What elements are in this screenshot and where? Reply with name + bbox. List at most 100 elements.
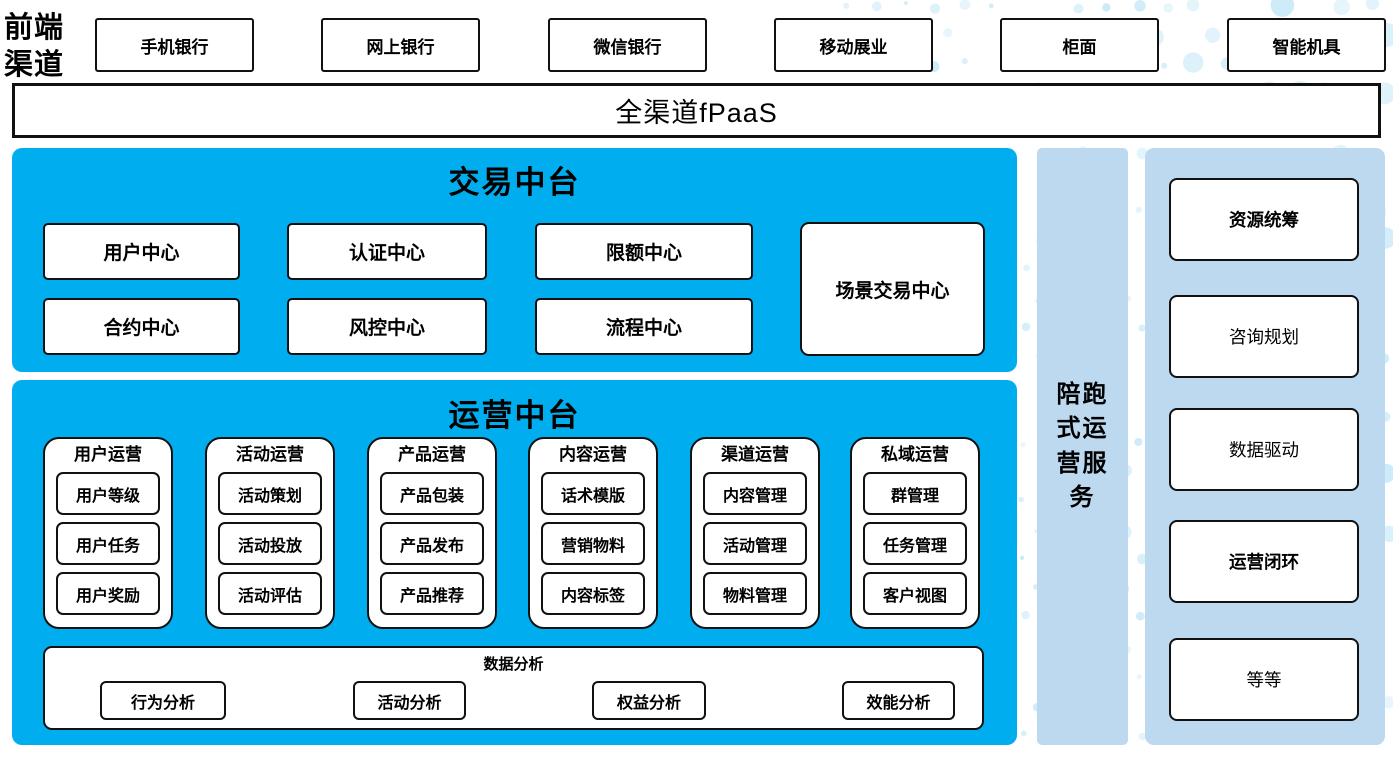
service-item-2: 数据驱动	[1169, 408, 1359, 491]
center-box-contract: 合约中心	[43, 298, 240, 355]
fpaas-label: 全渠道fPaaS	[615, 98, 778, 128]
ops-column-header: 渠道运营	[721, 445, 789, 464]
ops-column-items: 用户等级 用户任务 用户奖励	[45, 472, 171, 615]
analysis-item-efficiency: 效能分析	[842, 681, 955, 720]
ops-column-header: 活动运营	[236, 445, 304, 464]
ops-column-header: 私域运营	[881, 445, 949, 464]
ops-item-label: 物料管理	[722, 587, 787, 605]
ops-item: 物料管理	[703, 572, 807, 615]
center-label: 风控中心	[348, 318, 425, 339]
ops-item-label: 用户任务	[75, 537, 140, 555]
ops-item: 内容标签	[541, 572, 645, 615]
channel-box-mobile-outreach: 移动展业	[774, 18, 933, 72]
ops-column-channel: 渠道运营 内容管理 活动管理 物料管理	[690, 437, 820, 629]
ops-column-product: 产品运营 产品包装 产品发布 产品推荐	[367, 437, 497, 629]
ops-column-header: 内容运营	[559, 445, 627, 464]
ops-item: 群管理	[863, 472, 967, 515]
ops-item: 产品包装	[380, 472, 484, 515]
channel-box-online-banking: 网上银行	[321, 18, 480, 72]
accompany-operation-service-strip: 陪跑式运营服务	[1037, 148, 1128, 745]
ops-item-label: 任务管理	[882, 537, 947, 555]
ops-item-label: 产品发布	[399, 537, 464, 555]
channel-label: 手机银行	[140, 37, 209, 57]
ops-column-items: 内容管理 活动管理 物料管理	[692, 472, 818, 615]
ops-item-label: 内容管理	[722, 487, 787, 505]
analysis-item-rights: 权益分析	[592, 681, 706, 720]
service-item-label: 数据驱动	[1229, 440, 1299, 460]
ops-column-activity: 活动运营 活动策划 活动投放 活动评估	[205, 437, 335, 629]
service-item-label: 资源统筹	[1229, 210, 1299, 230]
analysis-item-activity: 活动分析	[353, 681, 466, 720]
ops-item: 活动策划	[218, 472, 322, 515]
channel-label: 移动展业	[819, 37, 888, 57]
channel-box-counter: 柜面	[1000, 18, 1159, 72]
ops-item-label: 用户等级	[75, 487, 140, 505]
ops-item-label: 客户视图	[882, 587, 947, 605]
service-item-1: 咨询规划	[1169, 295, 1359, 378]
ops-item: 客户视图	[863, 572, 967, 615]
center-box-risk: 风控中心	[287, 298, 487, 355]
ops-item: 任务管理	[863, 522, 967, 565]
service-panel: 资源统筹 咨询规划 数据驱动 运营闭环 等等	[1145, 148, 1385, 745]
ops-item: 活动评估	[218, 572, 322, 615]
ops-item-label: 内容标签	[560, 587, 625, 605]
channel-box-wechat-banking: 微信银行	[548, 18, 707, 72]
ops-item: 话术模版	[541, 472, 645, 515]
ops-item-label: 产品包装	[399, 487, 464, 505]
ops-column-items: 话术模版 营销物料 内容标签	[530, 472, 656, 615]
analysis-item-label: 效能分析	[866, 694, 931, 712]
ops-item: 用户等级	[56, 472, 160, 515]
channel-label: 微信银行	[593, 37, 662, 57]
center-label: 限额中心	[605, 243, 682, 264]
channel-label: 智能机具	[1272, 37, 1341, 57]
service-item-0: 资源统筹	[1169, 178, 1359, 261]
ops-column-user: 用户运营 用户等级 用户任务 用户奖励	[43, 437, 173, 629]
ops-item: 内容管理	[703, 472, 807, 515]
ops-item-label: 活动策划	[237, 487, 302, 505]
omnichannel-fpaas-bar: 全渠道fPaaS	[12, 83, 1381, 138]
ops-item-label: 活动投放	[237, 537, 302, 555]
ops-item: 活动投放	[218, 522, 322, 565]
ops-column-private-domain: 私域运营 群管理 任务管理 客户视图	[850, 437, 980, 629]
ops-column-content: 内容运营 话术模版 营销物料 内容标签	[528, 437, 658, 629]
ops-item: 用户任务	[56, 522, 160, 565]
ops-item: 产品推荐	[380, 572, 484, 615]
service-item-4: 等等	[1169, 638, 1359, 721]
ops-item-label: 营销物料	[560, 537, 625, 555]
center-label: 流程中心	[605, 318, 682, 339]
data-analysis-box: 数据分析 行为分析 活动分析 权益分析 效能分析	[43, 646, 984, 730]
service-item-3: 运营闭环	[1169, 520, 1359, 603]
ops-item: 用户奖励	[56, 572, 160, 615]
ops-column-items: 活动策划 活动投放 活动评估	[207, 472, 333, 615]
center-box-user: 用户中心	[43, 223, 240, 280]
ops-column-items: 产品包装 产品发布 产品推荐	[369, 472, 495, 615]
trade-middle-platform: 交易中台 用户中心 认证中心 限额中心 合约中心 风控中心 流程中心 场景交易中…	[12, 148, 1017, 372]
center-label: 合约中心	[103, 318, 180, 339]
service-item-label: 等等	[1246, 670, 1282, 690]
operation-middle-platform: 运营中台 用户运营 用户等级 用户任务 用户奖励 活动运营 活动策划 活动投放 …	[12, 380, 1017, 745]
analysis-item-label: 行为分析	[130, 694, 195, 712]
analysis-item-behavior: 行为分析	[100, 681, 226, 720]
center-label: 用户中心	[103, 243, 180, 264]
analysis-item-label: 权益分析	[616, 694, 681, 712]
ops-item-label: 活动管理	[722, 537, 787, 555]
channel-label: 柜面	[1062, 37, 1097, 57]
data-analysis-title: 数据分析	[483, 656, 544, 673]
ops-item-label: 活动评估	[237, 587, 302, 605]
center-box-auth: 认证中心	[287, 223, 487, 280]
ops-item: 活动管理	[703, 522, 807, 565]
ops-item: 营销物料	[541, 522, 645, 565]
center-label: 认证中心	[348, 243, 425, 264]
center-box-process: 流程中心	[535, 298, 753, 355]
ops-item-label: 产品推荐	[399, 587, 464, 605]
channel-label: 网上银行	[366, 37, 435, 57]
channel-box-mobile-banking: 手机银行	[95, 18, 254, 72]
accompany-service-label: 陪跑式运营服务	[1056, 381, 1109, 511]
channel-box-smart-devices: 智能机具	[1227, 18, 1386, 72]
service-item-label: 咨询规划	[1229, 327, 1299, 347]
analysis-item-label: 活动分析	[377, 694, 442, 712]
ops-item-label: 群管理	[890, 487, 939, 505]
center-box-scene-trade: 场景交易中心	[800, 222, 985, 356]
ops-item: 产品发布	[380, 522, 484, 565]
